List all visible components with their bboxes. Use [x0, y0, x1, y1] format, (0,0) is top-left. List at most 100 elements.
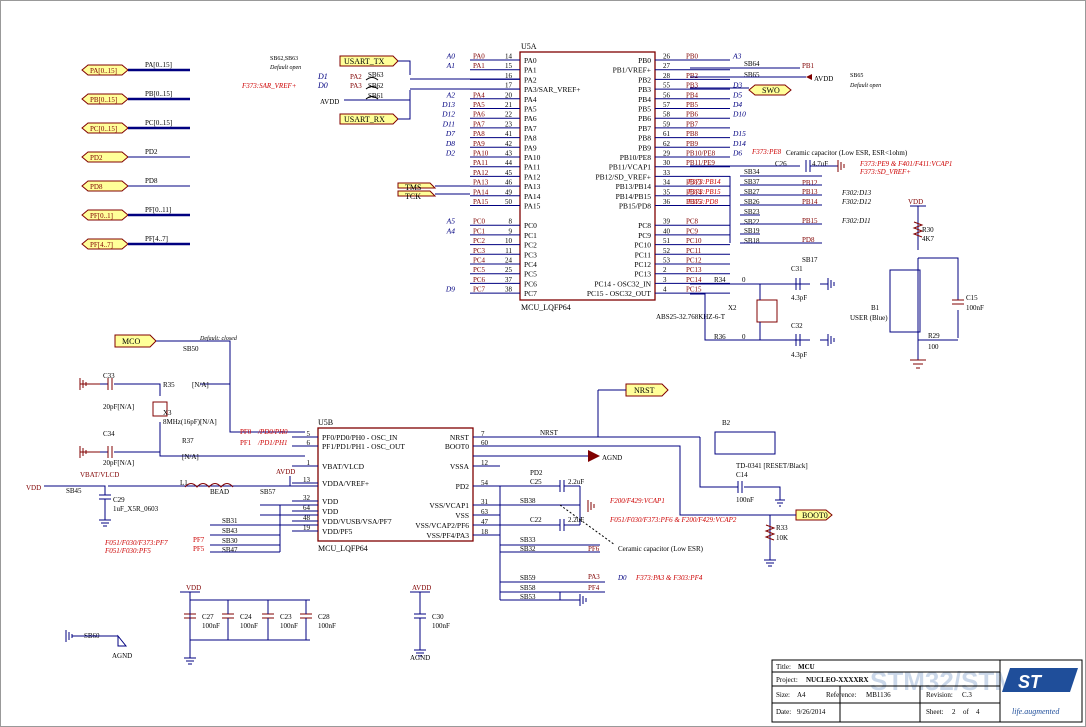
bus-label-3: PD2 [90, 154, 103, 162]
u5a-pin-num: 50 [505, 198, 513, 206]
u5a-pin-num: 22 [505, 111, 513, 119]
f373-pb15-note: F373:PB15 [687, 188, 721, 196]
sb61-label: SB61 [368, 92, 384, 100]
r37-value: [N/A] [182, 453, 199, 461]
d1-label: D1 [317, 72, 328, 81]
u5a-pin-num: 28 [663, 72, 671, 80]
u5a-pin-name: PA4 [524, 95, 537, 104]
u5b-pin-name: VDDA/VREF+ [322, 479, 369, 488]
u5b-pin-num: 64 [303, 504, 311, 512]
sb65-note: SB65 [850, 73, 863, 79]
u5a-note: D8 [445, 139, 455, 148]
u5a-pin-num: 2 [663, 266, 667, 274]
f373-pb14-note: F373:PB14 [687, 178, 721, 186]
bus-net-2: PC[0..15] [145, 119, 172, 127]
u5a-pin-num: 26 [663, 53, 671, 61]
project-key: Project: [776, 676, 798, 684]
sb31-label: SB31 [222, 517, 238, 525]
c33-value: 20pF[N/A] [103, 403, 134, 411]
u5b-pin-num: 63 [481, 508, 489, 516]
d0-label: D0 [317, 81, 328, 90]
c27-label: C27 [202, 613, 214, 621]
pa3-bottom-label: PA3 [588, 573, 600, 581]
u5a-pin-name: PB14/PB15 [616, 192, 652, 201]
u5a-pin-27: PB1/VREF+27 [613, 62, 730, 75]
u5a-pin-name: PC4 [524, 260, 537, 269]
u5a-name: MCU_LQFP64 [521, 303, 571, 312]
x2-value: ABS25-32.768KHZ-6-T [656, 313, 726, 321]
u5a-pin-num: 49 [505, 188, 513, 196]
u5a-pin-name: PA2 [524, 75, 537, 84]
sb45-label: SB45 [66, 487, 82, 495]
b2-switch [714, 431, 776, 455]
date-value: 9/26/2014 [797, 708, 826, 716]
u5a-pin-num: 62 [663, 140, 671, 148]
u5a-note: D14 [732, 139, 746, 148]
u5a-net-label: PB0 [686, 53, 699, 61]
u5a-pin-name: PA12 [524, 172, 541, 181]
u5a-net-label: PC5 [473, 266, 486, 274]
u5a-pin-name: PA14 [524, 192, 541, 201]
r29-value: 100 [928, 343, 939, 351]
c22-value: 2.2uF [568, 516, 584, 524]
revision-value: C.3 [962, 691, 972, 699]
x2-crystal [756, 299, 778, 323]
u5a-note: A2 [446, 90, 456, 99]
u5a-pin-num: 30 [663, 159, 671, 167]
pf1-alt: /PD1/PH1 [257, 439, 288, 447]
u5b-pin-13: VDDA/VREF+13 [292, 476, 369, 488]
pf0-alt: /PD0/PH0 [257, 428, 288, 436]
u5a-net-label: PA13 [473, 179, 489, 187]
c24-value: 100nF [240, 622, 258, 630]
title-block: Title: MCU Project: NUCLEO-XXXXRX Size: … [771, 659, 1083, 723]
bus-connectors: PA[0..15]PA[0..15]PB[0..15]PB[0..15]PC[0… [81, 61, 190, 250]
u5a-pin-num: 23 [505, 120, 513, 128]
f373-pe9-note: F373:PE9 & F401/F411:VCAP1 [859, 160, 952, 168]
u5a-net-label: PA15 [473, 198, 489, 206]
u5a-net-label: PC3 [473, 247, 486, 255]
u5a-note: D6 [732, 149, 742, 158]
u5a-pin-num: 17 [505, 82, 513, 90]
u5a-pin-name: PA13 [524, 182, 541, 191]
u5a-pin-num: 59 [663, 120, 671, 128]
u5a-net-label: PA10 [473, 150, 489, 158]
sb59-label: SB59 [520, 574, 536, 582]
u5a-net-label: PC14 [686, 276, 702, 284]
u5a-pin-num: 58 [663, 111, 671, 119]
pd8-label: PD8 [802, 236, 815, 244]
sheet-key: Sheet: [926, 708, 944, 716]
u5a-ref: U5A [521, 42, 537, 51]
svg-text:ST: ST [1018, 672, 1043, 692]
b1-value: USER (Blue) [850, 314, 888, 322]
mco-port: MCO [122, 337, 140, 346]
sb64-label: SB64 [744, 60, 760, 68]
u5a-pin-name: PC12 [634, 260, 651, 269]
x2-label: X2 [728, 304, 737, 312]
u5a-note: A5 [446, 217, 456, 226]
u5a-note: A4 [446, 226, 456, 235]
bus-5: PF[0..1]PF[0..11] [81, 206, 190, 221]
c30-value: 100nF [432, 622, 450, 630]
f373-sd-note: F373:SD_VREF+ [859, 168, 911, 176]
c14-value: 100nF [736, 496, 754, 504]
sb23-label: SB23 [744, 208, 760, 216]
c27-value: 100nF [202, 622, 220, 630]
u5a-pin-num: 38 [505, 286, 513, 294]
sb26-label: SB26 [744, 198, 760, 206]
r36-value: 0 [742, 333, 746, 341]
project-value: NUCLEO-XXXXRX [806, 676, 869, 684]
u5b-pin-name: PF0/PD0/PH0 - OSC_IN [322, 433, 398, 442]
c31-label: C31 [791, 265, 803, 273]
u5a-pin-name: PC3 [524, 250, 537, 259]
sheet-total: 4 [976, 708, 980, 716]
u5a-pin-num: 37 [505, 276, 513, 284]
